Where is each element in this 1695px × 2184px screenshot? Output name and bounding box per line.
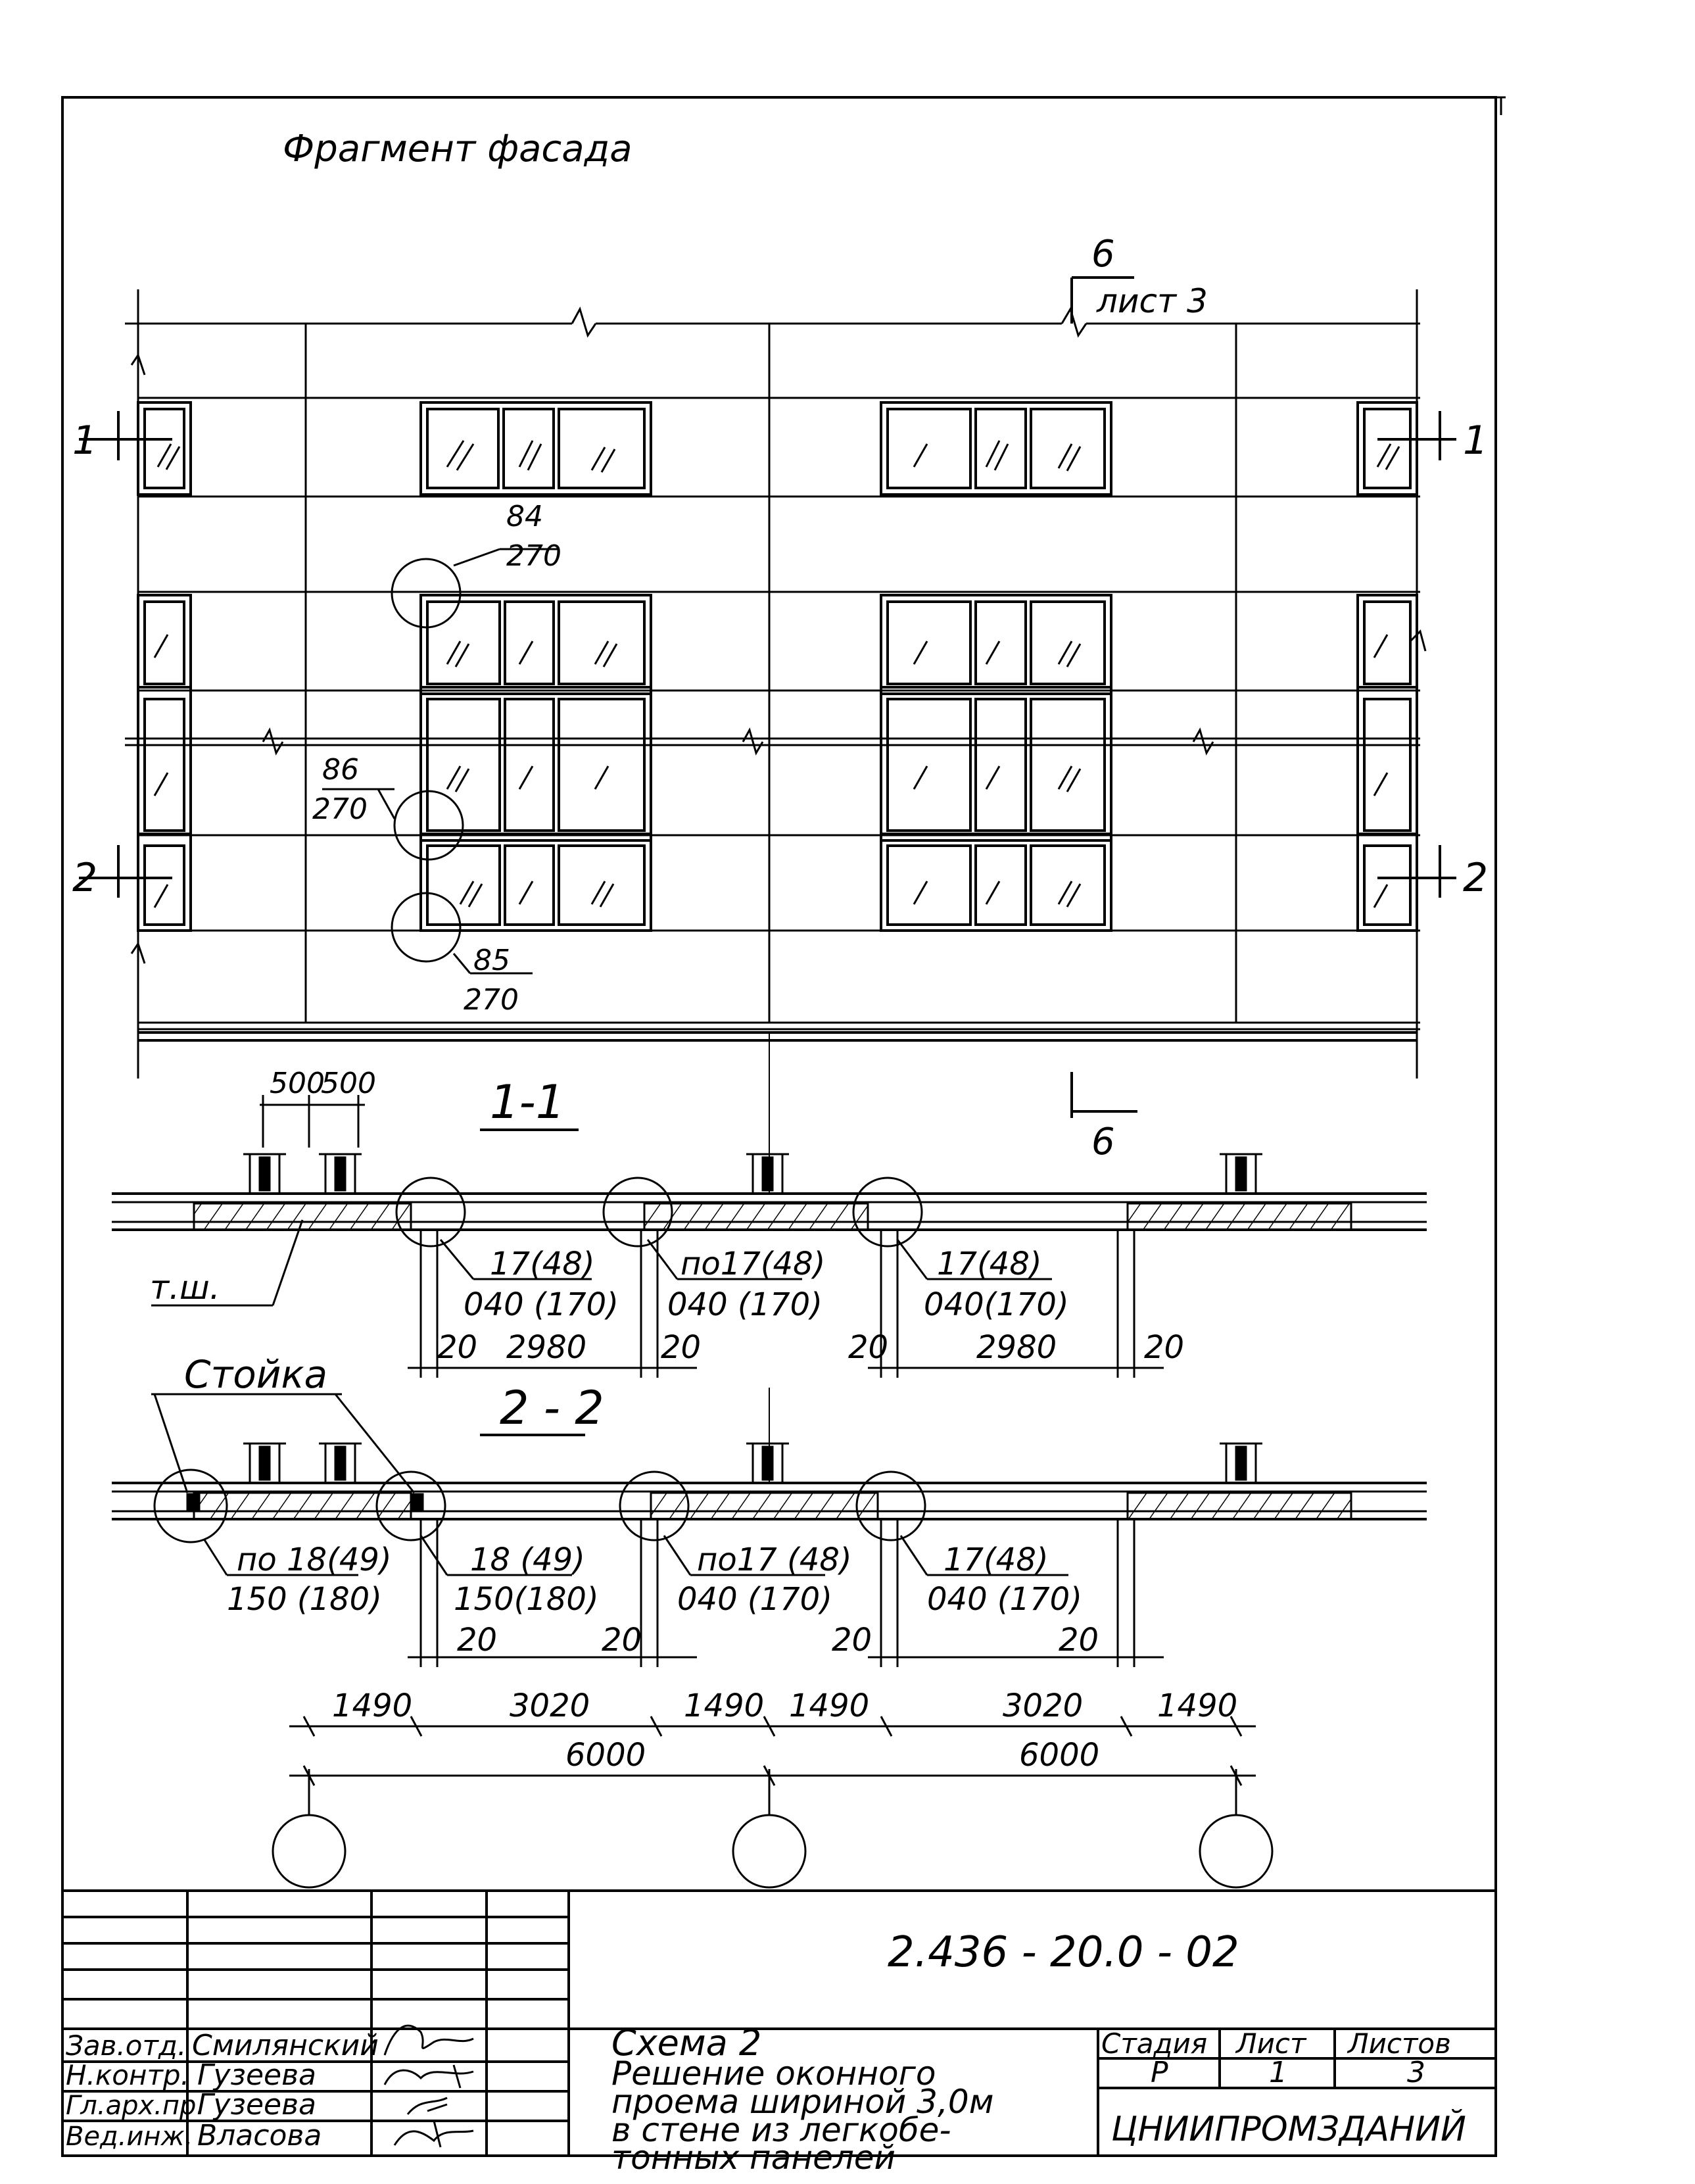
desc-line-1: проема шириной 3,0м (611, 2083, 993, 2121)
dimension-lines (272, 1716, 1274, 1889)
section-1-1-drawing (112, 1032, 1427, 1378)
desc-line-0: Решение оконного (611, 2054, 936, 2093)
section-cut-markers (79, 276, 1456, 1118)
signatures (383, 2024, 474, 2148)
s22-node-b: 18 (49) (470, 1541, 585, 1578)
desc-title: Схема 2 (611, 2022, 761, 2064)
callout-85-sheet: 270 (464, 983, 519, 1017)
dim-3020-b: 3020 (1003, 1687, 1083, 1724)
label-tsh: т.ш. (150, 1269, 220, 1307)
s22-node-a: по 18(49) (237, 1541, 392, 1578)
mark-2-right: 2 (1463, 855, 1488, 901)
callout-84: 84 (506, 500, 543, 533)
s22-node-c: по17 (48) (697, 1541, 852, 1578)
window-row-lower (137, 594, 1418, 932)
dim-1490-a: 1490 (332, 1687, 412, 1724)
stage-header: Стадия (1101, 2027, 1207, 2060)
role-3: Вед.инж. (66, 2122, 193, 2152)
node-callouts (322, 548, 559, 975)
glazing-marks (153, 440, 1400, 908)
stoika-label: Стойка (184, 1352, 327, 1397)
desc-line-3: тонных панелей (611, 2139, 895, 2177)
s22-dim-20-a: 20 (457, 1622, 497, 1659)
mark-6-top: 6 (1091, 233, 1115, 276)
s11-node-b: по17(48) (680, 1246, 825, 1282)
title-block-grid (62, 1889, 1496, 2156)
desc-line-2: в стене из легкобе- (611, 2111, 951, 2149)
section-2-2-drawing (112, 1388, 1427, 1667)
sheet-header: Лист (1235, 2027, 1307, 2060)
sheet-frame (61, 96, 1506, 2157)
facade-base (138, 1031, 1417, 1042)
s11-node-b-sub: 040 (170) (667, 1286, 823, 1323)
callout-86-sheet: 270 (312, 792, 368, 826)
window-row-upper (137, 401, 1418, 496)
dim-500-a: 500 (270, 1067, 325, 1100)
facade-title: Фрагмент фасада (283, 128, 633, 170)
s11-dim-20-d: 20 (1144, 1329, 1184, 1366)
dim-1490-d: 1490 (1157, 1687, 1237, 1724)
organization: ЦНИИПРОМЗДАНИЙ (1111, 2109, 1466, 2149)
s22-node-d: 17(48) (943, 1541, 1049, 1578)
callout-85: 85 (473, 944, 510, 977)
s11-dim-20-a: 20 (437, 1329, 477, 1366)
s22-node-a-sub: 150 (180) (227, 1581, 382, 1618)
name-0: Смилянский (192, 2029, 379, 2062)
s22-node-c-sub: 040 (170) (677, 1581, 832, 1618)
s11-dim-20-c: 20 (848, 1329, 888, 1366)
dim-6000-a: 6000 (565, 1737, 646, 1774)
role-2: Гл.арх.пр. (66, 2091, 204, 2121)
s11-node-c-sub: 040(170) (924, 1286, 1069, 1323)
facade-grid (125, 289, 1427, 1079)
name-2: Гузеева (197, 2088, 316, 2122)
s11-dim-2980-a: 2980 (506, 1329, 586, 1366)
role-1: Н.контр. (66, 2059, 189, 2091)
mark-2-left: 2 (72, 855, 97, 901)
mark-1-left: 1 (72, 418, 97, 464)
dim-500-b: 500 (321, 1067, 376, 1100)
s22-node-b-sub: 150(180) (454, 1581, 599, 1618)
sheet-ref: лист 3 (1096, 282, 1208, 320)
s11-node-a-sub: 040 (170) (464, 1286, 619, 1323)
mark-6-bottom: 6 (1091, 1121, 1115, 1163)
name-1: Гузеева (197, 2058, 316, 2092)
mark-1-right: 1 (1463, 418, 1488, 464)
sheets-value: 3 (1407, 2056, 1425, 2089)
sheets-header: Листов (1347, 2027, 1451, 2060)
s11-dim-20-b: 20 (661, 1329, 701, 1366)
s22-dim-20-b: 20 (602, 1622, 642, 1659)
sheet-value: 1 (1269, 2056, 1287, 2089)
s11-node-a: 17(48) (490, 1246, 595, 1282)
callout-86: 86 (322, 753, 359, 787)
dim-3020-a: 3020 (510, 1687, 590, 1724)
dim-1490-c: 1490 (789, 1687, 869, 1724)
section-1-1-title: 1-1 (490, 1075, 565, 1129)
s22-dim-20-c: 20 (832, 1622, 872, 1659)
callout-84-sheet: 270 (506, 539, 561, 573)
role-0: Зав.отд. (66, 2029, 186, 2062)
dim-1490-b: 1490 (684, 1687, 764, 1724)
name-3: Власова (197, 2119, 322, 2152)
document-code: 2.436 - 20.0 - 02 (888, 1928, 1239, 1977)
stage-value: Р (1151, 2056, 1168, 2089)
s22-dim-20-d: 20 (1059, 1622, 1099, 1659)
s22-node-d-sub: 040 (170) (927, 1581, 1082, 1618)
s11-dim-2980-b: 2980 (976, 1329, 1057, 1366)
dim-6000-b: 6000 (1019, 1737, 1099, 1774)
section-2-2-title: 2 - 2 (500, 1381, 604, 1435)
s11-node-c: 17(48) (937, 1246, 1042, 1282)
